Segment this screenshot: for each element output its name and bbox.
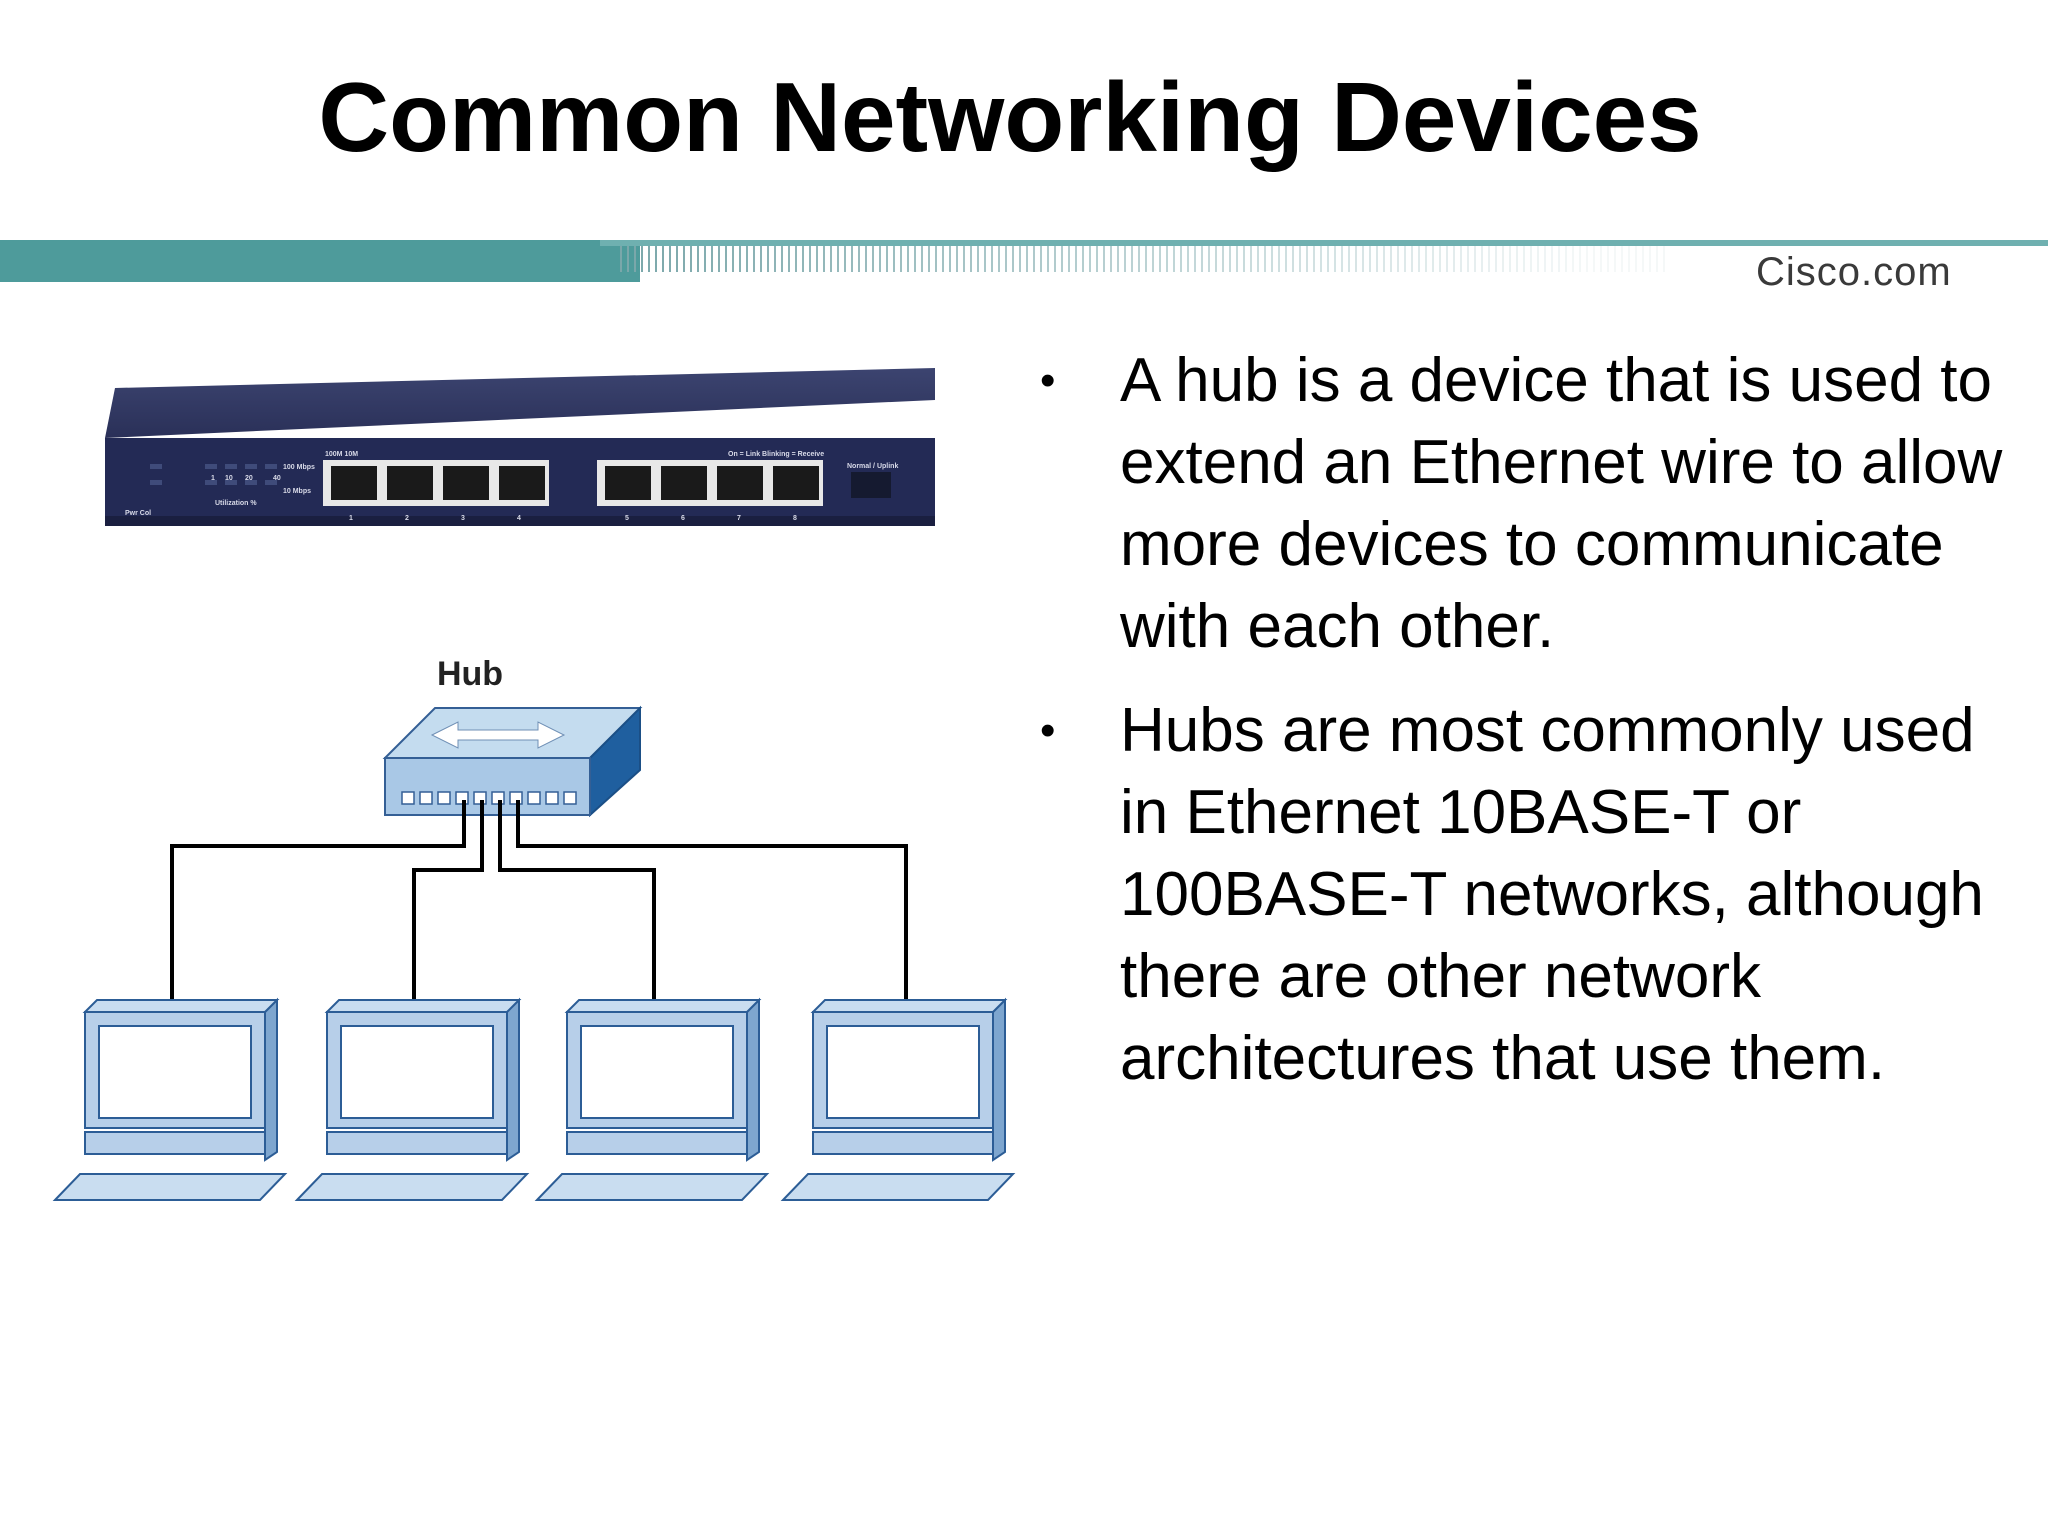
led-label-40: 40 bbox=[273, 475, 281, 482]
utilization-scale-1: 1 bbox=[211, 475, 215, 482]
hub-network-diagram: Hub bbox=[52, 655, 1016, 1201]
port-number: 5 bbox=[625, 515, 629, 522]
computers bbox=[52, 997, 1016, 1201]
bullet-dot: • bbox=[1040, 706, 1056, 755]
port-number: 3 bbox=[461, 515, 465, 522]
brand-logo: Cisco.com bbox=[1756, 250, 1952, 294]
bullet-item: • Hubs are most commonly used in Etherne… bbox=[1040, 690, 2040, 1100]
utilization-scale-20: 20 bbox=[245, 475, 253, 482]
header-banner bbox=[0, 240, 2048, 282]
port-group-1-label: 100M 10M bbox=[325, 451, 358, 458]
port-number: 4 bbox=[517, 515, 521, 522]
pwr-col-label: Pwr Col bbox=[125, 510, 151, 517]
bullet-list: • A hub is a device that is used to exte… bbox=[1040, 340, 2040, 1122]
port-group-1 bbox=[323, 460, 549, 506]
port-number: 1 bbox=[349, 515, 353, 522]
utilization-scale-10: 10 bbox=[225, 475, 233, 482]
uplink-label: Normal / Uplink bbox=[847, 463, 898, 470]
hub-top-face bbox=[105, 368, 935, 438]
bullet-dot: • bbox=[1040, 356, 1056, 405]
port-group-2 bbox=[597, 460, 823, 506]
hub-icon bbox=[382, 705, 643, 818]
port-number: 7 bbox=[737, 515, 741, 522]
computer-icon bbox=[534, 997, 770, 1201]
double-arrow-icon bbox=[430, 721, 566, 749]
led-label-100: 100 Mbps bbox=[283, 464, 315, 471]
computer-icon bbox=[780, 997, 1016, 1201]
port-number: 8 bbox=[793, 515, 797, 522]
bullet-item: • A hub is a device that is used to exte… bbox=[1040, 340, 2040, 668]
port-number: 6 bbox=[681, 515, 685, 522]
utilization-label: Utilization % bbox=[215, 500, 257, 507]
bullet-text: A hub is a device that is used to extend… bbox=[1120, 346, 2003, 661]
computer-icon bbox=[52, 997, 288, 1201]
port-number: 2 bbox=[405, 515, 409, 522]
led-label-10: 10 Mbps bbox=[283, 488, 311, 495]
bullet-text: Hubs are most commonly used in Ethernet … bbox=[1120, 696, 1984, 1093]
uplink-switch bbox=[851, 472, 891, 498]
slide-title: Common Networking Devices bbox=[318, 62, 1702, 172]
computer-icon bbox=[294, 997, 530, 1201]
port-group-2-label: On = Link Blinking = Receive bbox=[728, 451, 824, 458]
hub-label: Hub bbox=[437, 655, 503, 693]
status-leds bbox=[150, 464, 277, 485]
cables bbox=[170, 800, 908, 1010]
hub-photo: 100M 10M On = Link Blinking = Receive 10… bbox=[105, 368, 935, 526]
